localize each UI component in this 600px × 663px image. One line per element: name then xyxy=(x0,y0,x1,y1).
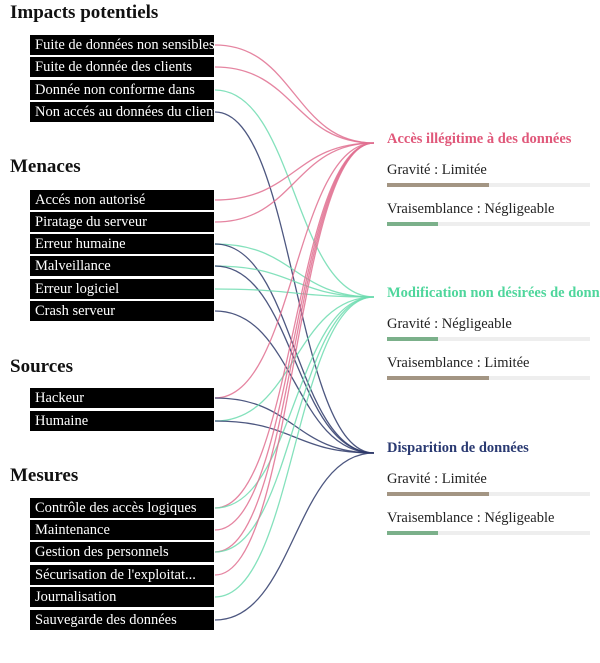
menaces-item[interactable]: Crash serveur xyxy=(30,301,214,321)
link-impacts-to-risk-2 xyxy=(214,111,375,454)
menaces-item[interactable]: Malveillance xyxy=(30,256,214,276)
vraisemblance-bar-fill xyxy=(387,376,489,380)
group-title-impacts: Impacts potentiels xyxy=(10,2,159,23)
link-menaces-to-risk-1 xyxy=(214,288,375,298)
link-menaces-to-risk-1 xyxy=(214,243,375,298)
vraisemblance-label: Vraisemblance : Négligeable xyxy=(387,510,555,526)
vraisemblance-label: Vraisemblance : Négligeable xyxy=(387,201,555,217)
gravite-metric: Gravité : Limitée xyxy=(387,471,600,496)
gravite-bar-fill xyxy=(387,183,489,187)
gravite-bar xyxy=(387,337,590,341)
sources-item[interactable]: Hackeur xyxy=(30,388,214,408)
link-sources-to-risk-0 xyxy=(214,142,375,399)
gravite-bar-fill xyxy=(387,337,438,341)
impacts-item[interactable]: Fuite de donnée des clients xyxy=(30,57,214,77)
vraisemblance-metric: Vraisemblance : Négligeable xyxy=(387,510,600,535)
link-impacts-to-risk-0 xyxy=(214,44,375,144)
vraisemblance-label: Vraisemblance : Limitée xyxy=(387,355,530,371)
mesures-item[interactable]: Gestion des personnels xyxy=(30,542,214,562)
link-sources-to-risk-1 xyxy=(214,296,375,422)
mesures-item[interactable]: Maintenance xyxy=(30,520,214,540)
gravite-metric: Gravité : Négligeable xyxy=(387,316,600,341)
menaces-item[interactable]: Accés non autorisé xyxy=(30,190,214,210)
gravite-label: Gravité : Négligeable xyxy=(387,316,512,332)
gravite-bar-fill xyxy=(387,492,489,496)
risk-card: Accès illégitime à des données Gravité :… xyxy=(387,131,600,226)
risk-card: Disparition de données Gravité : Limitée… xyxy=(387,440,600,535)
link-impacts-to-risk-0 xyxy=(214,66,375,144)
vraisemblance-bar xyxy=(387,222,590,226)
risk-title[interactable]: Disparition de données xyxy=(387,440,529,456)
gravite-bar xyxy=(387,183,590,187)
mesures-item[interactable]: Journalisation xyxy=(30,587,214,607)
group-title-menaces: Menaces xyxy=(10,156,81,177)
vraisemblance-bar xyxy=(387,376,590,380)
mesures-item[interactable]: Contrôle des accès logiques xyxy=(30,498,214,518)
menaces-item[interactable]: Piratage du serveur xyxy=(30,212,214,232)
link-menaces-to-risk-2 xyxy=(214,310,375,454)
sources-item[interactable]: Humaine xyxy=(30,411,214,431)
link-menaces-to-risk-1 xyxy=(214,265,375,298)
impacts-item[interactable]: Fuite de données non sensibles xyxy=(30,35,214,55)
menaces-item[interactable]: Erreur humaine xyxy=(30,234,214,254)
vraisemblance-bar-fill xyxy=(387,222,438,226)
risk-card: Modification non désirées de données Gra… xyxy=(387,285,600,380)
link-menaces-to-risk-0 xyxy=(214,142,375,223)
link-sources-to-risk-2 xyxy=(214,420,375,454)
mesures-item[interactable]: Sécurisation de l'exploitat... xyxy=(30,565,214,585)
link-mesures-to-risk-1 xyxy=(214,296,375,598)
link-mesures-to-risk-0 xyxy=(214,142,375,531)
impacts-item[interactable]: Non accés au données du client xyxy=(30,102,214,122)
vraisemblance-bar xyxy=(387,531,590,535)
link-impacts-to-risk-1 xyxy=(214,89,375,298)
link-menaces-to-risk-2 xyxy=(214,265,375,454)
link-sources-to-risk-2 xyxy=(214,397,375,454)
group-title-sources: Sources xyxy=(10,356,73,377)
link-menaces-to-risk-0 xyxy=(214,142,375,201)
link-mesures-to-risk-2 xyxy=(214,452,375,621)
gravite-metric: Gravité : Limitée xyxy=(387,162,600,187)
link-mesures-to-risk-1 xyxy=(214,296,375,509)
impacts-item[interactable]: Donnée non conforme dans xyxy=(30,80,214,100)
link-mesures-to-risk-0 xyxy=(214,142,375,576)
link-mesures-to-risk-0 xyxy=(214,142,375,509)
risk-title[interactable]: Accès illégitime à des données xyxy=(387,131,572,147)
vraisemblance-metric: Vraisemblance : Négligeable xyxy=(387,201,600,226)
link-mesures-to-risk-0 xyxy=(214,142,375,553)
vraisemblance-bar-fill xyxy=(387,531,438,535)
group-title-mesures: Mesures xyxy=(10,465,79,486)
menaces-item[interactable]: Erreur logiciel xyxy=(30,279,214,299)
gravite-label: Gravité : Limitée xyxy=(387,471,487,487)
mesures-item[interactable]: Sauvegarde des données xyxy=(30,610,214,630)
link-mesures-to-risk-1 xyxy=(214,296,375,553)
risk-title[interactable]: Modification non désirées de données xyxy=(387,285,600,301)
gravite-bar xyxy=(387,492,590,496)
vraisemblance-metric: Vraisemblance : Limitée xyxy=(387,355,600,380)
gravite-label: Gravité : Limitée xyxy=(387,162,487,178)
link-menaces-to-risk-2 xyxy=(214,243,375,454)
